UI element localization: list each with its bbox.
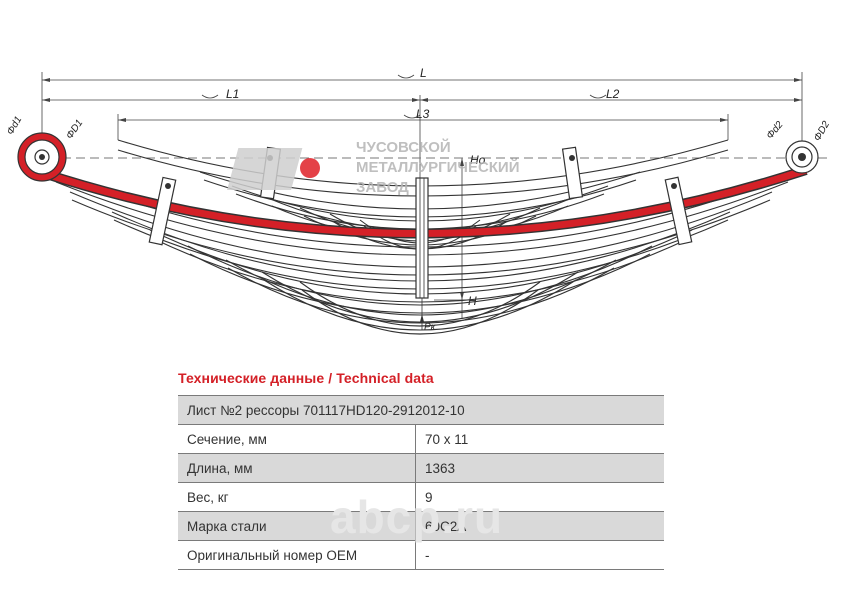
logo-dot-icon xyxy=(300,158,320,178)
dim-D2: ΦD2 xyxy=(812,119,832,143)
leaf-spring-drawing: L L1 L2 L3 Ho H Pк Φd1 ΦD1 Φd2 ΦD2 xyxy=(5,66,832,335)
dim-L2: L2 xyxy=(606,87,620,101)
spec-header-row: Лист №2 рессоры 701117HD120-2912012-10 xyxy=(178,395,664,425)
table-row: Сечение, мм 70 х 11 xyxy=(178,424,664,454)
table-row: Вес, кг 9 xyxy=(178,482,664,512)
right-eye xyxy=(785,140,819,174)
table-row: Длина, мм 1363 xyxy=(178,453,664,483)
table-row: Оригинальный номер OEM - xyxy=(178,540,664,570)
table-row: Марка стали 60С2А xyxy=(178,511,664,541)
dim-d1: Φd1 xyxy=(5,115,24,137)
dim-Pk: Pк xyxy=(424,322,437,333)
dimension-lines xyxy=(41,72,803,318)
spec-value: 60С2А xyxy=(415,511,664,541)
spec-value: - xyxy=(415,540,664,570)
dim-d2: Φd2 xyxy=(765,119,786,141)
spec-label: Марка стали xyxy=(178,511,416,541)
dim-L: L xyxy=(420,66,427,80)
spec-label: Длина, мм xyxy=(178,453,416,483)
arrowheads xyxy=(42,78,802,300)
spec-value: 9 xyxy=(415,482,664,512)
logo-line-3: ЗАВОД xyxy=(356,179,409,196)
spec-label: Сечение, мм xyxy=(178,424,416,454)
dim-L1: L1 xyxy=(226,87,239,101)
dim-D1: ΦD1 xyxy=(64,118,85,142)
spec-title: Технические данные / Technical data xyxy=(178,370,434,386)
dim-H: H xyxy=(468,294,477,308)
left-eye xyxy=(17,132,67,182)
logo-line-2: МЕТАЛЛУРГИЧЕСКИЙ xyxy=(356,158,520,176)
spec-table: Лист №2 рессоры 701117HD120-2912012-10 С… xyxy=(178,395,664,570)
spec-value: 1363 xyxy=(415,453,664,483)
dim-L3: L3 xyxy=(416,107,430,121)
spec-label: Вес, кг xyxy=(178,482,416,512)
center-bolt xyxy=(415,177,429,330)
logo-line-1: ЧУСОВСКОЙ xyxy=(356,138,451,156)
spring-leaves xyxy=(53,139,791,335)
dim-Ho: Ho xyxy=(470,153,486,167)
company-logo: ЧУСОВСКОЙ МЕТАЛЛУРГИЧЕСКИЙ ЗАВОД xyxy=(227,138,520,196)
spec-label: Оригинальный номер OEM xyxy=(178,540,416,570)
spec-value: 70 х 11 xyxy=(415,424,664,454)
spec-header: Лист №2 рессоры 701117HD120-2912012-10 xyxy=(178,395,664,425)
